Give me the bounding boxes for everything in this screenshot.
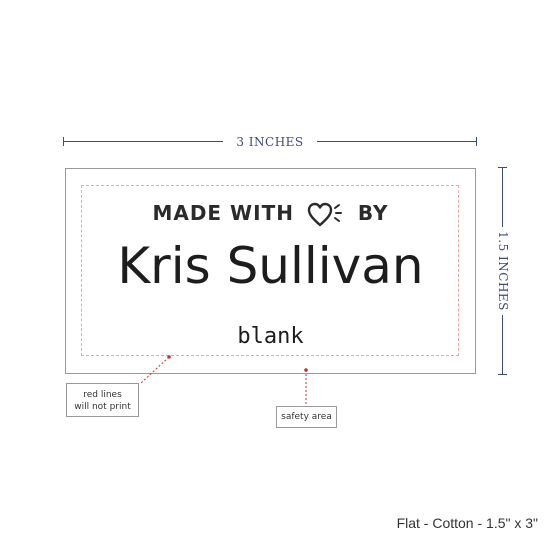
red-lines-callout: red lines will not print bbox=[66, 383, 139, 417]
width-dimension: 3 INCHES bbox=[63, 135, 477, 149]
safety-area-outline bbox=[81, 185, 459, 356]
height-dimension-line-top bbox=[502, 167, 503, 227]
height-dimension-cap-bottom bbox=[498, 374, 507, 375]
height-dimension-label: 1.5 INCHES bbox=[496, 231, 510, 311]
made-with-suffix: BY bbox=[357, 201, 389, 225]
red-lines-callout-line1: red lines bbox=[83, 390, 122, 400]
label-subtext: blank bbox=[237, 324, 304, 349]
height-dimension: 1.5 INCHES bbox=[495, 167, 511, 375]
made-with-line: MADE WITH BY bbox=[66, 201, 475, 228]
width-dimension-cap-right bbox=[476, 137, 477, 146]
product-caption: Flat - Cotton - 1.5" x 3" bbox=[396, 515, 538, 531]
label-name: Kris Sullivan bbox=[117, 237, 424, 295]
width-dimension-line-right bbox=[317, 141, 477, 142]
safety-area-callout: safety area bbox=[276, 406, 337, 428]
width-dimension-line-left bbox=[63, 141, 223, 142]
made-with-prefix: MADE WITH bbox=[152, 201, 294, 225]
width-dimension-label: 3 INCHES bbox=[236, 135, 304, 149]
heart-icon bbox=[306, 202, 346, 228]
label-preview: MADE WITH BY Kris Sullivan blank bbox=[65, 168, 476, 374]
red-lines-callout-line2: will not print bbox=[74, 402, 131, 412]
height-dimension-line-bottom bbox=[502, 315, 503, 375]
